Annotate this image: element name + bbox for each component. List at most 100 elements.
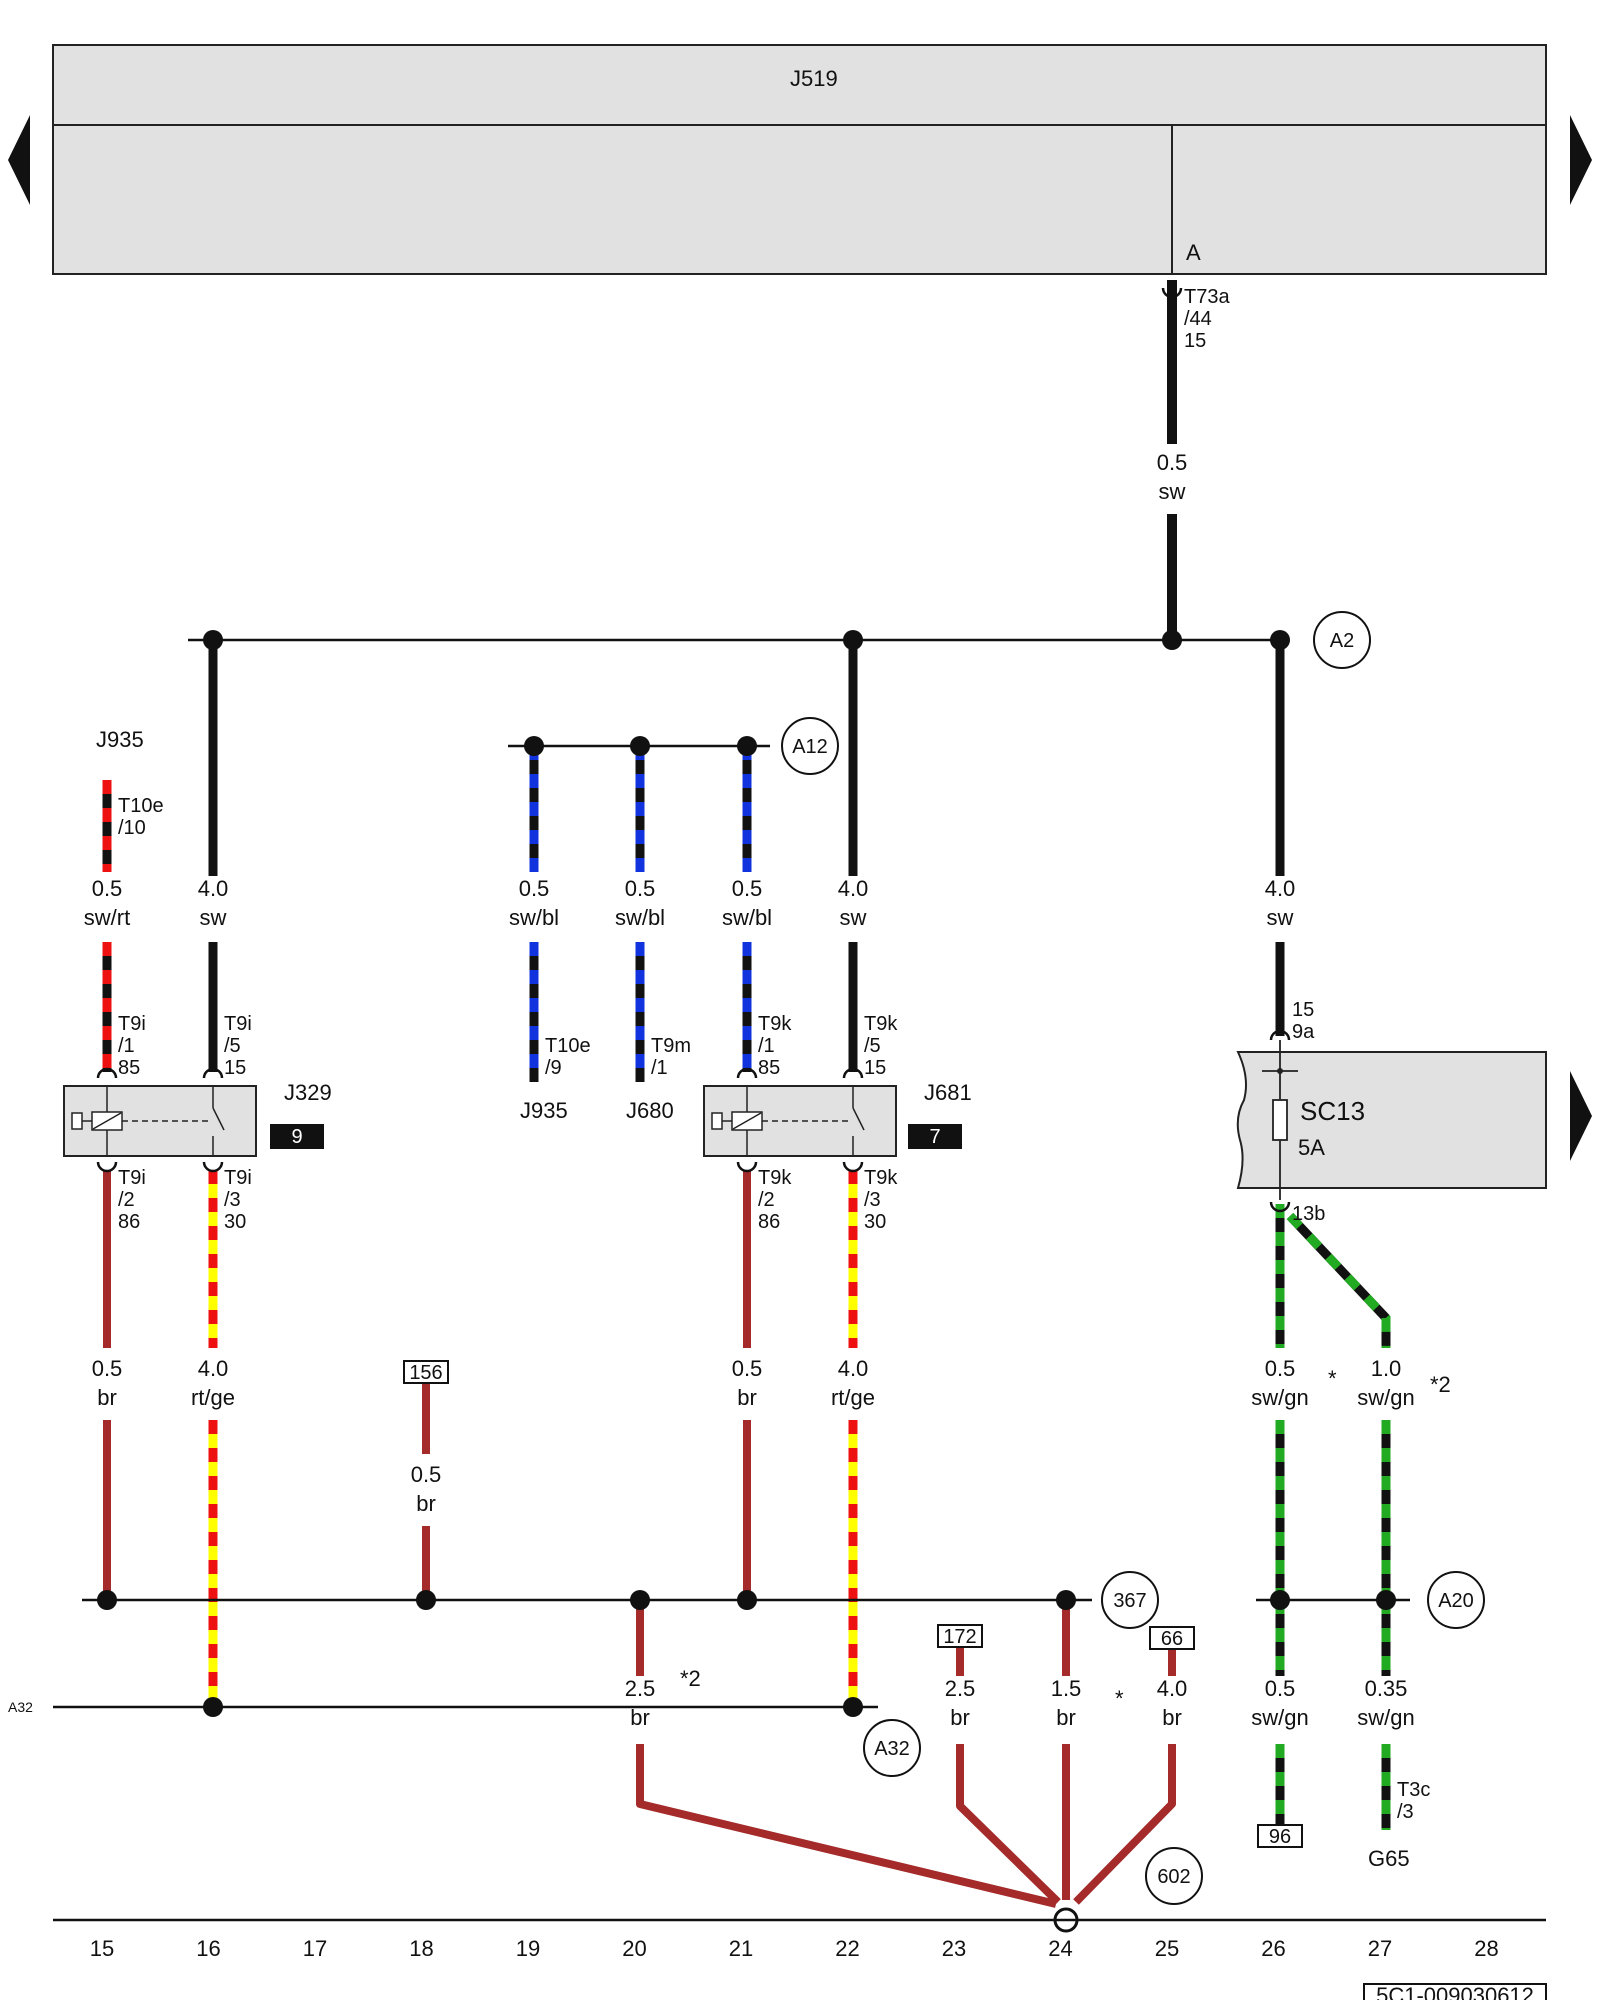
j329-label: J329 — [284, 1080, 332, 1105]
wire-size-w26-low: 0.5 — [1265, 1676, 1296, 1701]
connector-t9k-3-line: T9k — [864, 1167, 898, 1189]
connector-pins — [96, 287, 1291, 1213]
note-star-25: * — [1115, 1686, 1124, 1711]
ref-circle-a32[interactable] — [863, 1719, 921, 1777]
connector-t9k-1-line: 85 — [758, 1057, 780, 1079]
ref-circle-a12[interactable] — [781, 717, 839, 775]
connector-t9i-1-line: 85 — [118, 1057, 140, 1079]
connector-t10e-10-line: T10e — [118, 795, 164, 817]
connector-t9i-2-line: /2 — [118, 1189, 135, 1211]
footer-code-box — [1363, 1983, 1547, 2000]
connector-sc-out: 13b — [1292, 1203, 1325, 1225]
wire-size-w15-top: 0.5 — [92, 876, 123, 901]
connector-t9i-5-line: T9i — [224, 1013, 252, 1035]
connector-labels: T73a/4415T10e/10T10e/9T9m/1T9i/185T9i/51… — [118, 286, 1430, 1823]
wire-size-w21-bot: 0.5 — [732, 1356, 763, 1381]
connector-t9i-5-line: /5 — [224, 1035, 241, 1057]
ref-circle-a20[interactable] — [1427, 1571, 1485, 1629]
wire-color-w23-low: br — [950, 1705, 970, 1730]
junction-dots — [97, 630, 1396, 1717]
ref-circle-r602[interactable] — [1145, 1847, 1203, 1905]
connector-t9i-3-line: T9i — [224, 1167, 252, 1189]
connector-t3c-line: T3c — [1397, 1779, 1430, 1801]
j680-label: J680 — [626, 1098, 674, 1123]
wire-27-mid — [1286, 1212, 1391, 1348]
connector-t10e-10-line: /10 — [118, 817, 146, 839]
connector-t9k-5-line: T9k — [864, 1013, 898, 1035]
pin-relay-out-0 — [96, 1161, 118, 1173]
g65-label: G65 — [1368, 1846, 1410, 1871]
j681-badge — [908, 1124, 962, 1149]
junction-dot — [737, 1590, 757, 1610]
column-number: 24 — [1048, 1936, 1072, 1961]
column-number: 25 — [1155, 1936, 1179, 1961]
ref-box-b172[interactable] — [937, 1624, 983, 1648]
pin-relay-out-3 — [842, 1161, 864, 1173]
next-page-arrow[interactable] — [1570, 115, 1592, 205]
wire-size-w16-bot: 4.0 — [198, 1356, 229, 1381]
wire-color-w16-bot: rt/ge — [191, 1385, 235, 1410]
wire-25-low-b — [1073, 1744, 1176, 1905]
wire-23-low-b — [956, 1744, 1061, 1905]
fuse-box-sc13 — [1236, 1051, 1547, 1189]
wire-size-w22b-top: 4.0 — [838, 876, 869, 901]
j519-label: J519 — [790, 66, 838, 91]
wire-color-w21-bot: br — [737, 1385, 757, 1410]
ref-box-label-b66: 66 — [1161, 1628, 1183, 1650]
wire-size-w18: 0.5 — [411, 1462, 442, 1487]
j329-badge-text: 9 — [291, 1126, 302, 1148]
junction-dot — [843, 1697, 863, 1717]
junction-dot — [630, 1590, 650, 1610]
junction-dot — [1270, 630, 1290, 650]
connector-t73a-line: T73a — [1184, 286, 1230, 308]
column-number: 16 — [196, 1936, 220, 1961]
connector-t9i-5-line: 15 — [224, 1057, 246, 1079]
column-number: 15 — [90, 1936, 114, 1961]
junction-dot — [524, 736, 544, 756]
column-number: 19 — [516, 1936, 540, 1961]
wire-color-w21-top: sw/bl — [615, 905, 665, 930]
ref-circle-r367[interactable] — [1101, 1571, 1159, 1629]
wire-27-mid-stripe — [1286, 1212, 1391, 1348]
ref-circle-a2[interactable] — [1313, 611, 1371, 669]
wire-20-low-b — [636, 1744, 1057, 1908]
connector-t9i-2-line: T9i — [118, 1167, 146, 1189]
column-number: 18 — [409, 1936, 433, 1961]
connector-t73a-line: /44 — [1184, 308, 1212, 330]
connector-t9k-2-line: 86 — [758, 1211, 780, 1233]
ref-circle-label-a20: A20 — [1438, 1590, 1474, 1612]
wire-color-w20-top: sw/bl — [509, 905, 559, 930]
fuse-element — [1272, 1099, 1288, 1141]
junction-dot — [1270, 1590, 1290, 1610]
connector-t9i-1-line: T9i — [118, 1013, 146, 1035]
pin-relay-out-1 — [202, 1161, 224, 1173]
wire-labels: 0.5sw0.5sw/rt4.0sw0.5sw/bl0.5sw/bl0.5sw/… — [84, 450, 1415, 1730]
junction-dot — [203, 630, 223, 650]
wire-size-w-j519: 0.5 — [1157, 450, 1188, 475]
column-number: 22 — [835, 1936, 859, 1961]
wire-color-w27-low: sw/gn — [1357, 1705, 1414, 1730]
wire-size-w15-bot: 0.5 — [92, 1356, 123, 1381]
junction-dot — [97, 1590, 117, 1610]
j681-badge-text: 7 — [929, 1126, 940, 1148]
ref-box-b156[interactable] — [403, 1360, 449, 1384]
junction-dot — [416, 1590, 436, 1610]
note-star2-27: *2 — [1430, 1372, 1451, 1397]
junction-dot — [1162, 630, 1182, 650]
prev-page-arrow[interactable] — [8, 115, 30, 205]
ref-box-b66[interactable] — [1149, 1626, 1195, 1650]
ref-box-b96[interactable] — [1257, 1824, 1303, 1848]
j935-bottom-label: J935 — [520, 1098, 568, 1123]
footer-code: 5C1-009030612 — [1376, 1983, 1534, 2000]
wire-color-w27-mid: sw/gn — [1357, 1385, 1414, 1410]
wire-color-w26-top: sw — [1267, 905, 1294, 930]
j935-top-label: J935 — [96, 727, 144, 752]
wire-size-w22-top: 0.5 — [732, 876, 763, 901]
wire-color-w26-mid: sw/gn — [1251, 1385, 1308, 1410]
junction-dot — [1056, 1590, 1076, 1610]
next-page-arrow-lower[interactable] — [1570, 1071, 1592, 1161]
j681-label: J681 — [924, 1080, 972, 1105]
junction-dot — [1376, 1590, 1396, 1610]
